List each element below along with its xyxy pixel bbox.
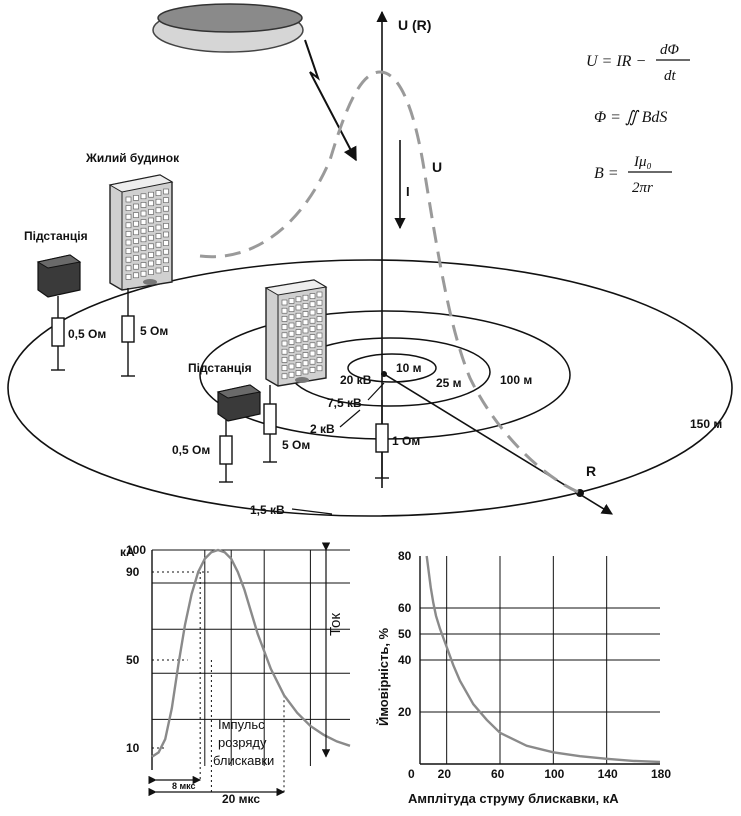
voltage-label-20: 20 кВ bbox=[340, 373, 372, 387]
chart1-annotation-1: Імпульс bbox=[218, 717, 265, 732]
chart2-xtick-140: 140 bbox=[598, 767, 618, 781]
chart2-xtick-20: 20 bbox=[438, 767, 452, 781]
cloud-icon bbox=[152, 3, 304, 53]
ground-ring-10m bbox=[347, 353, 437, 383]
radius-label-100: 100 м bbox=[500, 373, 532, 387]
chart1-ytick-100: 100 bbox=[126, 543, 146, 557]
residential-building-icon bbox=[108, 174, 174, 291]
formula-flux: Φ = ∬ BdS bbox=[594, 109, 667, 126]
chart2-xlabel: Амплітуда струму блискавки, кА bbox=[408, 791, 619, 806]
substation-1-icon bbox=[36, 254, 82, 298]
radius-label-10: 10 м bbox=[396, 361, 422, 375]
voltage-label-7-5: 7,5 кВ bbox=[327, 396, 362, 410]
voltage-label-2: 2 кВ bbox=[310, 422, 335, 436]
chart2-ytick-80: 80 bbox=[398, 549, 412, 563]
chart2-ytick-40: 40 bbox=[398, 653, 412, 667]
chart1-ytick-10: 10 bbox=[126, 741, 140, 755]
ground-ring-150m bbox=[7, 259, 733, 517]
chart1-ytick-50: 50 bbox=[126, 653, 140, 667]
chart2-series-line bbox=[425, 555, 661, 764]
chart1-ylabel: кА bbox=[120, 545, 135, 559]
building-2-icon bbox=[264, 279, 328, 387]
chart2-xtick-60: 60 bbox=[491, 767, 505, 781]
probability-chart: 80 60 50 40 20 0 20 60 100 140 180 bbox=[398, 549, 671, 781]
voltage-label-1-5: 1,5 кВ bbox=[250, 503, 285, 517]
substation-2-label: Підстанція bbox=[188, 361, 252, 375]
curve-label: U bbox=[432, 159, 442, 175]
radius-label-25: 25 м bbox=[436, 376, 462, 390]
chart1-annotation-2: розряду bbox=[218, 735, 267, 750]
formula-induction: B = Iμ₀ 2πr bbox=[594, 154, 672, 196]
resistor-label-2: 5 Ом bbox=[140, 324, 168, 338]
formula-voltage: U = IR − dΦ dt bbox=[586, 42, 690, 84]
current-pulse-chart: 100 90 50 10 bbox=[126, 542, 351, 797]
radius-label-150: 150 м bbox=[690, 417, 722, 431]
chart2-ylabel: Ймовірність, % bbox=[376, 627, 391, 726]
substation-1-label: Підстанція bbox=[24, 229, 88, 243]
chart1-ytick-90: 90 bbox=[126, 565, 140, 579]
chart2-xtick-100: 100 bbox=[544, 767, 564, 781]
current-label: I bbox=[406, 184, 410, 199]
svg-text:dΦ: dΦ bbox=[660, 42, 680, 58]
chart1-mark-20: 20 мкс bbox=[222, 792, 260, 806]
svg-text:B =: B = bbox=[594, 165, 619, 182]
chart2-ytick-60: 60 bbox=[398, 601, 412, 615]
building-label: Жилий будинок bbox=[85, 151, 180, 165]
chart2-xtick-0: 0 bbox=[408, 767, 415, 781]
substation-2-icon bbox=[216, 384, 262, 422]
u-axis-label: U (R) bbox=[398, 17, 431, 33]
lightning-bolt-icon bbox=[304, 39, 357, 162]
svg-text:dt: dt bbox=[664, 68, 677, 84]
resistor-label-4: 5 Ом bbox=[282, 438, 310, 452]
chart1-mark-8: 8 мкс bbox=[172, 781, 196, 791]
chart1-annotation-3: блискавки bbox=[213, 753, 274, 768]
strike-point bbox=[381, 371, 387, 377]
r-label: R bbox=[586, 463, 596, 479]
resistor-label-5: 1 Ом bbox=[392, 434, 420, 448]
potential-curve bbox=[199, 70, 579, 494]
chart2-ytick-50: 50 bbox=[398, 627, 412, 641]
svg-text:U = IR −: U = IR − bbox=[586, 53, 646, 70]
resistor-label-1: 0,5 Ом bbox=[68, 327, 106, 341]
svg-text:Iμ₀: Iμ₀ bbox=[633, 154, 652, 170]
svg-text:2πr: 2πr bbox=[632, 180, 653, 196]
resistor-label-3: 0,5 Ом bbox=[172, 443, 210, 457]
chart2-xtick-180: 180 bbox=[651, 767, 671, 781]
chart1-side-label: Ток bbox=[327, 613, 344, 636]
chart2-ytick-20: 20 bbox=[398, 705, 412, 719]
chart1-series-line bbox=[151, 548, 351, 758]
